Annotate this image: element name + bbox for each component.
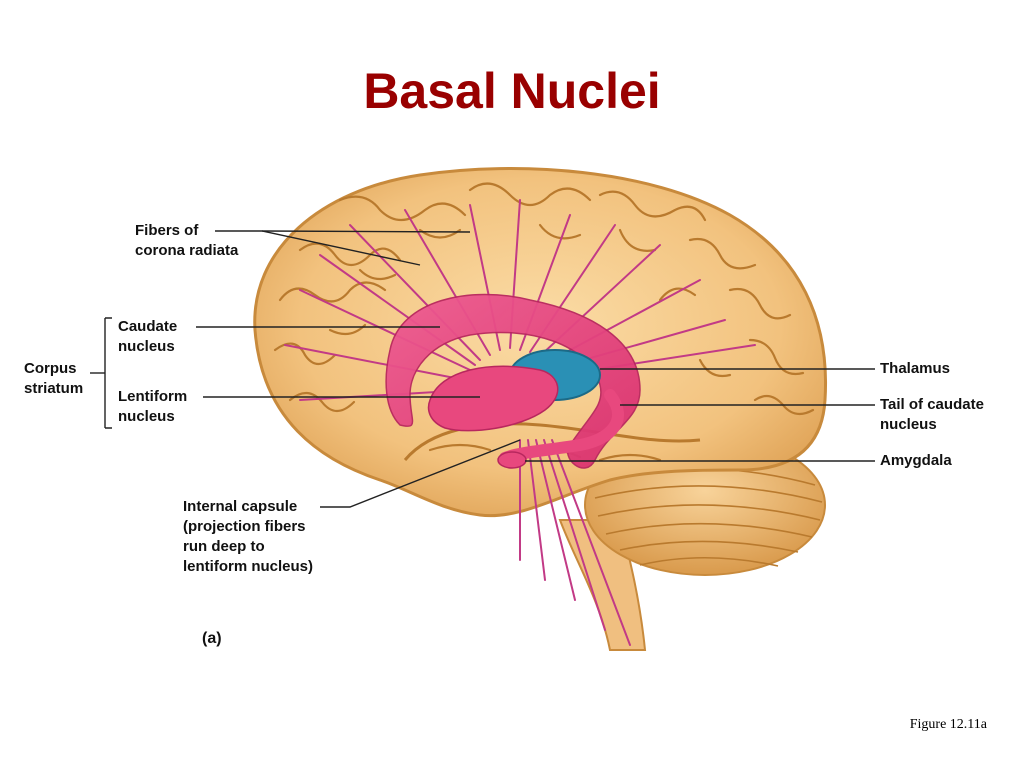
figure-id: Figure 12.11a — [909, 717, 987, 732]
label-line: nucleus — [880, 416, 937, 433]
panel-letter: (a) — [202, 630, 222, 647]
label-line: nucleus — [118, 408, 175, 425]
label-tail-of-caudate-nucleus: Tail of caudate nucleus — [880, 395, 984, 435]
label-line: Corpus — [24, 360, 77, 377]
label-line: Caudate — [118, 318, 178, 335]
label-line: striatum — [24, 380, 84, 397]
label-line: Amygdala — [880, 452, 952, 469]
lentiform-nucleus-shape — [427, 365, 559, 432]
amygdala-shape — [497, 451, 527, 469]
label-line: Fibers of — [135, 222, 199, 239]
label-lentiform-nucleus: Lentiform nucleus — [118, 387, 187, 427]
label-line: Thalamus — [880, 360, 951, 377]
label-caudate-nucleus: Caudate nucleus — [118, 317, 177, 357]
label-line: Internal capsule — [183, 498, 298, 515]
label-line: (projection fibers — [183, 518, 306, 535]
label-line: nucleus — [118, 338, 175, 355]
label-internal-capsule: Internal capsule (projection fibers run … — [183, 497, 313, 577]
tail-caudate-shape — [499, 389, 624, 464]
caudate-nucleus-shape — [385, 293, 641, 469]
label-thalamus: Thalamus — [880, 359, 950, 379]
label-corpus-striatum: Corpus striatum — [24, 359, 83, 399]
label-line: Lentiform — [118, 388, 188, 405]
label-fibers-corona-radiata: Fibers of corona radiata — [135, 221, 238, 261]
label-amygdala: Amygdala — [880, 451, 952, 471]
cerebrum — [253, 167, 828, 518]
corona-radiata-fibers — [284, 199, 756, 646]
leader-lines — [90, 230, 875, 508]
label-line: Tail of caudate — [880, 396, 984, 413]
label-line: run deep to — [183, 538, 265, 555]
label-line: lentiform nucleus) — [183, 558, 314, 575]
label-line: corona radiata — [135, 242, 239, 259]
slide-title: Basal Nuclei — [363, 63, 661, 119]
